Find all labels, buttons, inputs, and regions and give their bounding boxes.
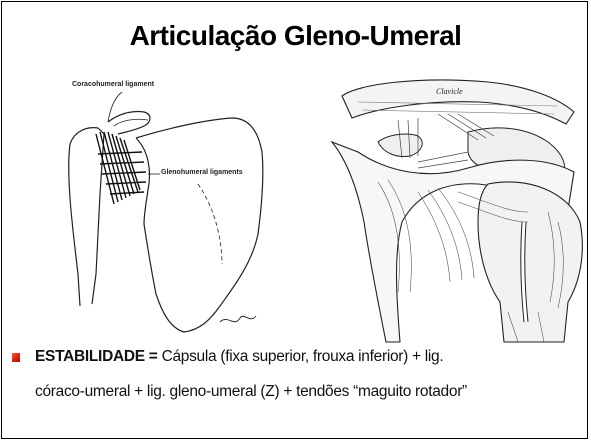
shoulder-anatomy-engraving: Clavicle [318, 72, 588, 350]
scapula-ligaments-illustration [52, 74, 292, 344]
slide-title: Articulação Gleno-Umeral [0, 20, 591, 52]
label-glenohumeral: Glenohumeral ligaments [161, 169, 243, 176]
bullet-square-icon [12, 353, 20, 362]
stability-term: ESTABILIDADE [35, 348, 145, 365]
bullet-text-line-2: córaco-umeral + lig. gleno-umeral (Z) + … [35, 383, 467, 401]
bullet-text-line-1: ESTABILIDADE = Cápsula (fixa superior, f… [35, 348, 443, 366]
stability-definition-part-1: Cápsula (fixa superior, frouxa inferior)… [162, 348, 444, 365]
clavicle-label: Clavicle [436, 87, 463, 96]
label-coracohumeral: Coracohumeral ligament [72, 81, 154, 88]
equals-sign: = [145, 348, 162, 365]
